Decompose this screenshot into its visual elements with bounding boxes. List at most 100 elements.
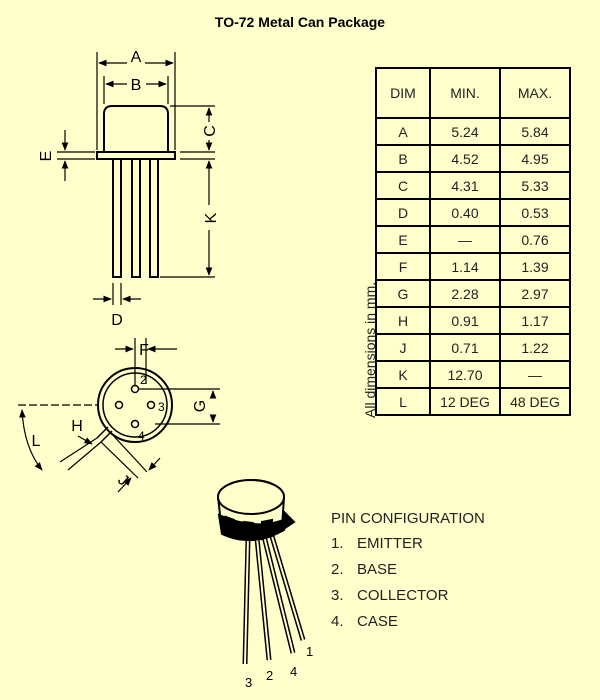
cell-min: 0.40 <box>429 198 501 227</box>
dim-f <box>115 338 177 386</box>
cell-min: 2.28 <box>429 279 501 308</box>
dim-c <box>170 105 215 153</box>
pin-item: 4. CASE <box>331 613 485 639</box>
pin-hole-3-label: 3 <box>158 400 165 414</box>
cell-min: 4.52 <box>429 144 501 173</box>
dim-a <box>96 52 176 150</box>
dim-e-label: E <box>38 151 55 162</box>
cell-min: 1.14 <box>429 252 501 281</box>
cell-dim: K <box>375 360 431 389</box>
cell-min: — <box>429 225 501 254</box>
cell-min: 0.71 <box>429 333 501 362</box>
pin-name: CASE <box>357 613 398 630</box>
cell-max: 0.53 <box>499 198 571 227</box>
header-max: MAX. <box>499 67 571 119</box>
header-min: MIN. <box>429 67 501 119</box>
cell-max: 2.97 <box>499 279 571 308</box>
pin-item: 2. BASE <box>331 561 485 587</box>
dim-f-label: F <box>139 342 149 359</box>
cell-max: 0.76 <box>499 225 571 254</box>
cell-max: 4.95 <box>499 144 571 173</box>
pin-hole-2-label: 2 <box>140 373 147 387</box>
cell-max: 1.17 <box>499 306 571 335</box>
cell-min: 12.70 <box>429 360 501 389</box>
cell-min: 12 DEG <box>429 387 501 416</box>
cell-dim: H <box>375 306 431 335</box>
table-row: E—0.76 <box>375 225 571 254</box>
dim-a-label: A <box>131 49 142 66</box>
cell-max: 48 DEG <box>499 387 571 416</box>
cell-dim: A <box>375 117 431 146</box>
cell-dim: B <box>375 144 431 173</box>
cell-dim: J <box>375 333 431 362</box>
cell-dim: L <box>375 387 431 416</box>
pin-configuration-heading: PIN CONFIGURATION <box>331 510 485 527</box>
cell-dim: D <box>375 198 431 227</box>
pin-number: 4. <box>331 613 344 630</box>
dim-h <box>59 435 102 471</box>
iso-pin-2-label: 2 <box>266 668 273 683</box>
units-note: All dimensions in mm. <box>362 281 378 418</box>
cell-max: 1.39 <box>499 252 571 281</box>
cell-dim: F <box>375 252 431 281</box>
dim-k-label: K <box>203 212 220 223</box>
header-dim: DIM <box>375 67 431 119</box>
dim-g-label: G <box>192 400 209 412</box>
cell-min: 0.91 <box>429 306 501 335</box>
cell-min: 5.24 <box>429 117 501 146</box>
cell-dim: C <box>375 171 431 200</box>
dim-d-label: D <box>111 312 123 329</box>
lead-middle <box>131 158 141 278</box>
iso-pin-3-label: 3 <box>245 675 252 690</box>
dim-b <box>103 76 169 104</box>
dim-l-label: L <box>32 433 41 450</box>
dim-l <box>18 404 97 471</box>
cell-max: 5.33 <box>499 171 571 200</box>
dim-e <box>57 130 95 181</box>
dim-c-label: C <box>202 125 219 137</box>
pin-number: 3. <box>331 587 344 604</box>
pin-item: 1. EMITTER <box>331 535 485 561</box>
dim-j <box>100 431 161 493</box>
cell-dim: E <box>375 225 431 254</box>
isometric-view <box>217 479 306 665</box>
cell-min: 4.31 <box>429 171 501 200</box>
pin-name: EMITTER <box>357 535 423 552</box>
dim-d <box>93 283 141 305</box>
pin-item: 3. COLLECTOR <box>331 587 485 613</box>
iso-pin-1-label: 1 <box>306 644 313 659</box>
pin-hole-4-label: 4 <box>138 429 145 443</box>
side-view <box>96 105 176 278</box>
iso-pin-4-label: 4 <box>290 664 297 679</box>
cell-max: 1.22 <box>499 333 571 362</box>
pin-name: COLLECTOR <box>357 587 449 604</box>
pin-number: 1. <box>331 535 344 552</box>
pin-configuration: PIN CONFIGURATION 1. EMITTER 2. BASE 3. COL… <box>331 510 485 639</box>
pin-name: BASE <box>357 561 398 578</box>
table-header-row: DIM MIN. MAX. <box>375 67 571 119</box>
page-title: TO-72 Metal Can Package <box>214 14 386 30</box>
lead-right <box>149 158 159 278</box>
dim-b-label: B <box>131 77 142 94</box>
cell-max: 5.84 <box>499 117 571 146</box>
can-flange <box>96 151 176 160</box>
dim-g <box>138 388 220 425</box>
cell-dim: G <box>375 279 431 308</box>
dim-k <box>160 158 215 278</box>
cell-max: — <box>499 360 571 389</box>
lead-left <box>112 158 122 278</box>
pin-number: 2. <box>331 561 344 578</box>
can-body <box>103 105 169 152</box>
